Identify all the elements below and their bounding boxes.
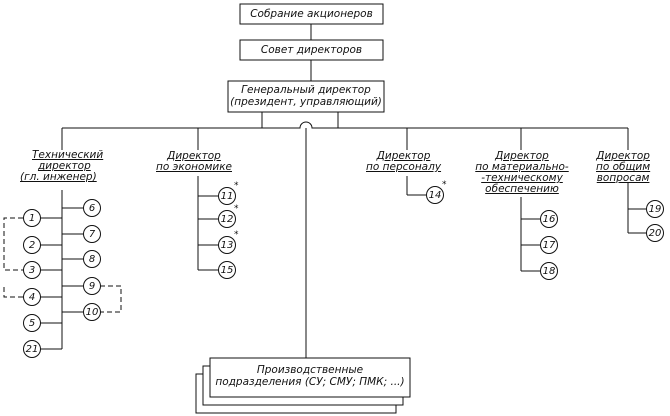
supply-director-label: Директор по материально- -техническому о… [470,151,574,195]
dashed-link-1-3 [3,217,23,271]
economics-line1: Директор [167,150,221,162]
general-line3: вопросам [596,172,650,184]
node-circle: 12 [218,210,236,228]
node-circle: 3 [23,261,41,279]
general-director-label: Директор по общим вопросам [596,151,650,184]
personnel-line1: Директор [376,150,431,162]
asterisk-mark: * [234,181,239,191]
node-circle: 18 [540,262,558,280]
personnel-line2: по персоналу [366,161,442,173]
ceo-box [227,80,385,113]
node-circle: 8 [83,250,101,268]
economics-line2: по экономике [156,161,232,173]
node-circle: 10 [83,303,101,321]
supply-line4: обеспечению [485,183,559,195]
production-units-box [209,357,411,398]
node-circle: 2 [23,236,41,254]
technical-line3: (гл. инженер) [20,171,97,183]
dashed-link-9-10 [100,285,122,313]
node-circle: 20 [646,224,664,242]
node-circle: 6 [83,199,101,217]
ceo-label-line1: Генеральный директор [241,84,371,96]
technical-line2: директор [38,160,91,172]
production-units-label: Производственные подразделения (СУ; СМУ;… [210,364,410,388]
technical-line1: Технический [32,149,104,161]
ceo-label-line2: (президент, управляющий) [230,96,382,108]
economics-director-label: Директор по экономике [156,151,232,173]
supply-line2: по материально- [475,161,569,173]
node-circle: 11 [218,187,236,205]
node-circle: 4 [23,288,41,306]
node-circle: 21 [23,340,41,358]
node-circle: 16 [540,210,558,228]
production-units-line1: Производственные [256,364,364,376]
dashed-link-4-9 [3,286,23,298]
node-circle: 9 [83,277,101,295]
node-circle: 14 [426,186,444,204]
shareholders-label: Собрание акционеров [250,8,373,20]
board-label: Совет директоров [260,44,363,56]
asterisk-mark: * [442,180,447,190]
general-line2: по общим [596,161,651,173]
personnel-director-label: Директор по персоналу [366,151,441,173]
node-circle: 13 [218,236,236,254]
general-line1: Директор [596,150,650,162]
node-circle: 19 [646,200,664,218]
node-circle: 5 [23,314,41,332]
node-circle: 7 [83,225,101,243]
asterisk-mark: * [234,230,239,240]
node-circle: 15 [218,261,236,279]
ceo-label: Генеральный директор (президент, управля… [228,84,384,108]
supply-line1: Директор [495,150,549,162]
supply-line3: -техническому [481,172,563,184]
node-circle: 17 [540,236,558,254]
asterisk-mark: * [234,204,239,214]
technical-director-label: Технический директор (гл. инженер) [20,150,103,183]
node-circle: 1 [23,209,41,227]
production-units-line2: подразделения (СУ; СМУ; ПМК; ...) [215,376,405,388]
